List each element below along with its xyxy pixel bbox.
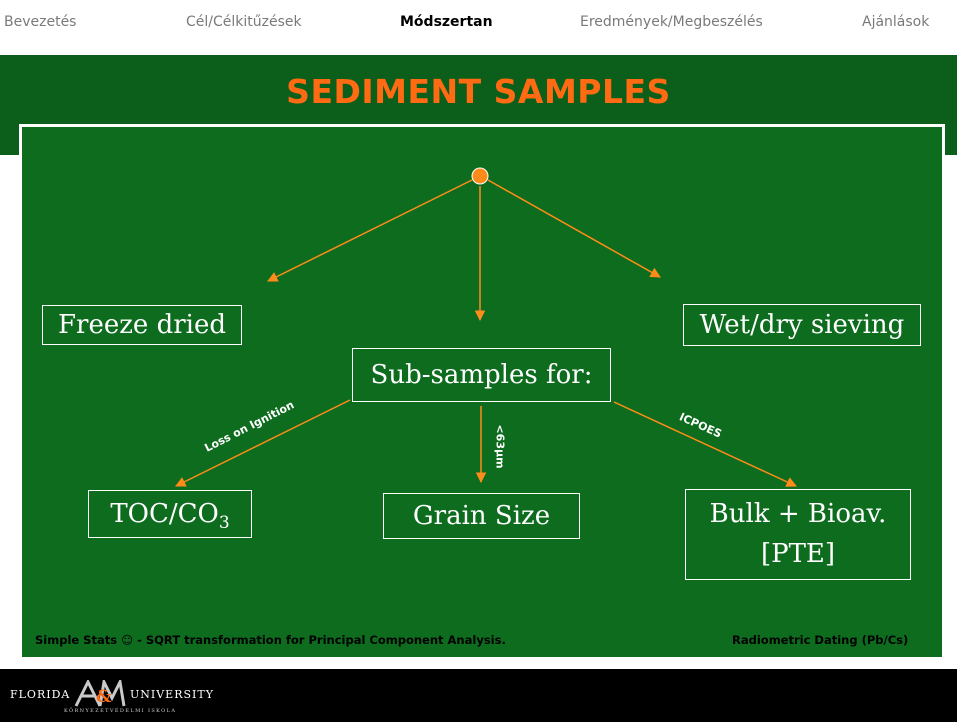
- bulk-line-2: [PTE]: [760, 539, 836, 569]
- node-toc-co3: TOC/CO3: [88, 490, 252, 538]
- svg-text:&: &: [96, 687, 112, 707]
- footnote-simple-stats: Simple Stats ☺ - SQRT transformation for…: [35, 633, 506, 647]
- label-63um: <63µm: [493, 424, 507, 469]
- university-logo: FLORIDA & UNIVERSITY KÖRNYEZETVÉDELMI IS…: [10, 680, 250, 720]
- node-bulk-bioav: Bulk + Bioav. [PTE]: [685, 489, 911, 580]
- nav-item-modszertan[interactable]: Módszertan: [400, 14, 493, 30]
- node-freeze-dried: Freeze dried: [42, 305, 242, 345]
- node-subsamples: Sub-samples for:: [352, 348, 611, 402]
- nav-item-ajanlasok[interactable]: Ajánlások: [862, 14, 930, 30]
- arrow-to-sieving: [487, 179, 661, 278]
- logo-mark-icon: &: [74, 680, 126, 707]
- node-wet-dry-sieving: Wet/dry sieving: [683, 304, 921, 346]
- toc-subscript: 3: [218, 513, 230, 534]
- top-navigation: Bevezetés Cél/Célkitűzések Módszertan Er…: [0, 0, 957, 40]
- arrow-to-bulk: [613, 401, 797, 487]
- arrow-to-toc: [175, 399, 351, 487]
- origin-node-icon: [471, 167, 489, 185]
- footnote-radiometric-dating: Radiometric Dating (Pb/Cs): [732, 633, 909, 647]
- toc-label: TOC/CO: [110, 499, 219, 529]
- bulk-line-1: Bulk + Bioav.: [709, 499, 887, 529]
- diagram-frame: [19, 124, 945, 660]
- nav-item-eredmenyek[interactable]: Eredmények/Megbeszélés: [580, 14, 763, 30]
- node-grain-size: Grain Size: [383, 493, 580, 539]
- nav-item-bevezetes[interactable]: Bevezetés: [4, 14, 77, 30]
- footer-bar: [0, 669, 957, 722]
- logo-text-florida: FLORIDA: [10, 688, 71, 701]
- nav-item-cel-celkituzesek[interactable]: Cél/Célkitűzések: [186, 14, 302, 30]
- logo-text-university: UNIVERSITY: [130, 688, 214, 701]
- slide-title: SEDIMENT SAMPLES: [286, 72, 671, 111]
- logo-subtitle: KÖRNYEZETVÉDELMI ISKOLA: [64, 708, 177, 714]
- arrow-to-freeze-dried: [267, 179, 473, 282]
